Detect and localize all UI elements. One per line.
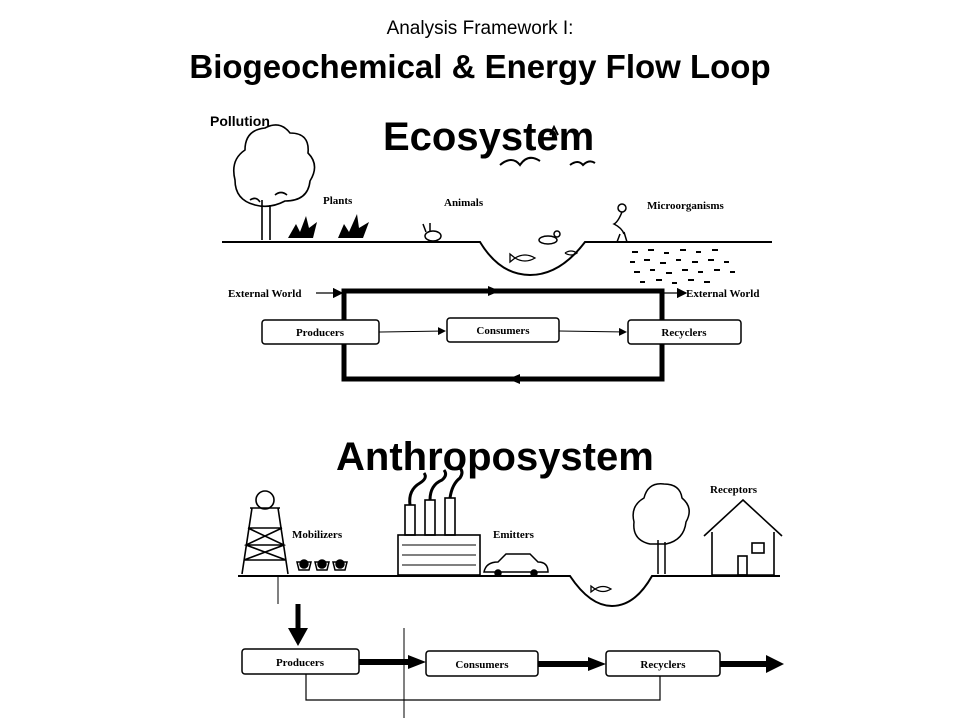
eco-recyclers-box: Recyclers	[627, 319, 742, 345]
eco-arrow-2	[558, 327, 627, 336]
anthro-recyclers-box: Recyclers	[605, 650, 721, 677]
anthro-consumers-box: Consumers	[425, 650, 539, 677]
duck-icon	[538, 230, 561, 245]
tree-icon	[232, 124, 316, 240]
loop-arrow-bottom	[508, 374, 520, 384]
anthro-flow-2-head	[588, 657, 606, 671]
anthro-recycle-loop	[305, 674, 661, 701]
plants-label: Plants	[323, 195, 353, 207]
slide-title: Biogeochemical & Energy Flow Loop	[189, 48, 771, 85]
anthro-producers-label: Producers	[276, 657, 325, 669]
tree-icon	[632, 483, 690, 574]
eco-producers-label: Producers	[296, 327, 345, 339]
eco-recyclers-label: Recyclers	[661, 327, 707, 339]
fish-icon	[590, 584, 613, 594]
plant-icon	[288, 214, 369, 238]
slide-subtitle: Analysis Framework I:	[386, 18, 574, 39]
ground-line	[222, 241, 772, 277]
rabbit-icon	[422, 223, 442, 242]
anthro-consumers-label: Consumers	[455, 659, 509, 671]
animals-label: Animals	[444, 197, 484, 209]
factory-icon	[397, 466, 481, 576]
eco-arrow-1	[378, 327, 446, 336]
pollution-label: Pollution	[210, 113, 270, 129]
external-world-in-label: External World	[228, 288, 301, 300]
anthroposystem-heading: Anthroposystem	[336, 435, 654, 479]
car-icon	[483, 553, 549, 577]
anthro-producers-box: Producers	[241, 648, 360, 675]
microbes-icon	[630, 249, 735, 284]
anthro-flow-1-head	[408, 655, 426, 669]
emitters-label: Emitters	[493, 529, 535, 541]
anthro-flow-out-head	[766, 655, 784, 673]
ground-line	[238, 575, 780, 608]
bird-icon	[499, 124, 596, 167]
heron-icon	[612, 203, 628, 243]
mobilizers-label: Mobilizers	[292, 529, 343, 541]
fish-icon	[509, 250, 579, 264]
house-icon	[703, 498, 783, 576]
oil-derrick-icon	[241, 490, 289, 575]
loop-arrow-top	[488, 286, 500, 296]
mobilize-arrow-head	[288, 628, 308, 646]
ore-carts-icon	[296, 559, 348, 571]
ecosystem-heading: Ecosystem	[383, 115, 594, 159]
receptors-label: Receptors	[710, 484, 758, 496]
external-world-out-label: External World	[686, 288, 759, 300]
anthro-recyclers-label: Recyclers	[640, 659, 686, 671]
eco-consumers-label: Consumers	[476, 325, 530, 337]
microorganisms-label: Microorganisms	[647, 200, 725, 212]
eco-consumers-box: Consumers	[446, 317, 560, 343]
eco-producers-box: Producers	[261, 319, 380, 345]
